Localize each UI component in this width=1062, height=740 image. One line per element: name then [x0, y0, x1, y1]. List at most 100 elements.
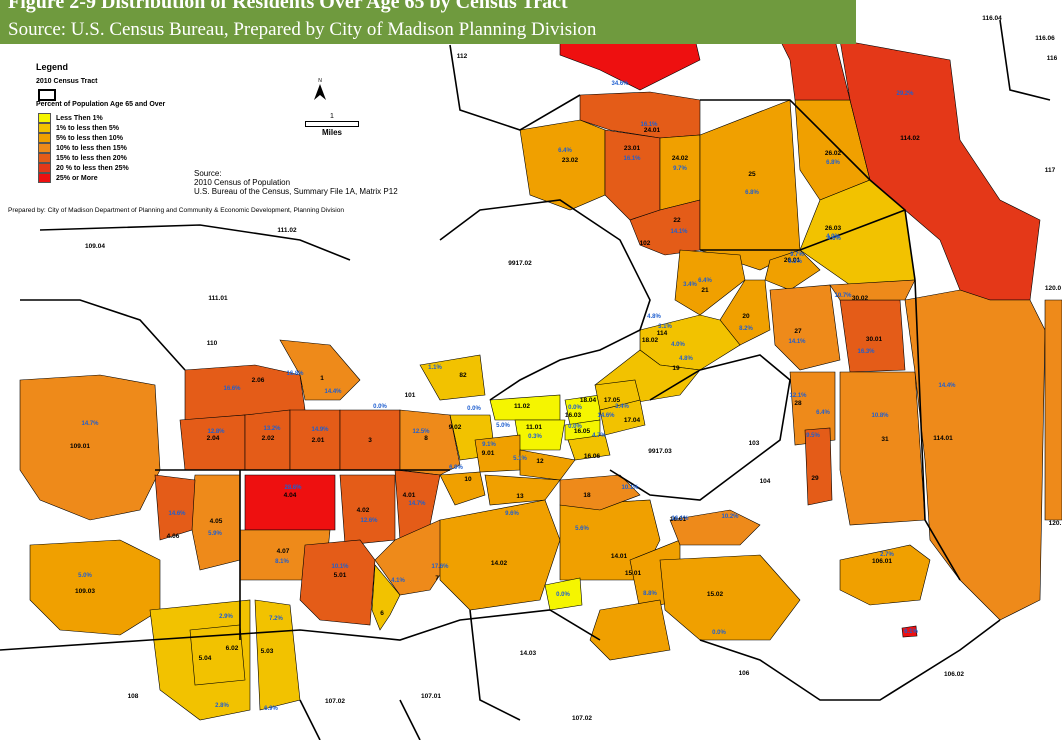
percent-label: 4.6% — [827, 236, 841, 242]
tract-fill-16-01 — [669, 509, 761, 546]
legend-swatch — [38, 123, 51, 133]
percent-label: 0.3% — [528, 434, 542, 440]
percent-label: 2.8% — [215, 703, 229, 709]
percent-label: 14.6% — [168, 511, 186, 517]
percent-label: 0.0% — [712, 630, 726, 636]
tract-label: 9.01 — [482, 450, 495, 457]
tract-fill-28 — [789, 371, 836, 446]
tract-fill-27 — [769, 284, 841, 371]
tract-label: 18.02 — [642, 337, 659, 344]
tract-fill-31 — [839, 371, 926, 526]
tract-label: 116.04 — [982, 15, 1002, 22]
tract-label: 116.06 — [1035, 35, 1055, 42]
tract-fill-small-red — [901, 625, 918, 638]
tract-fill-10 — [439, 471, 486, 506]
tract-label: 20 — [742, 313, 750, 320]
figure-title: Figure 2-9 Distribution of Residents Ove… — [8, 0, 568, 13]
tract-label: 23.01 — [624, 145, 641, 152]
percent-label: 7.2% — [269, 616, 283, 622]
legend-classes: Less Then 1% 1% to less then 5% 5% to le… — [38, 113, 129, 183]
scale-unit: Miles — [321, 128, 342, 137]
north-arrow-icon — [314, 84, 326, 100]
percent-label: 14.7% — [81, 421, 99, 427]
tract-label: 29 — [811, 475, 819, 482]
north-arrow: N — [310, 78, 330, 105]
percent-label: 0.0% — [556, 592, 570, 598]
tract-label: 112 — [457, 53, 468, 60]
tract-label: 9917.02 — [508, 260, 532, 267]
percent-label: 16.1% — [623, 156, 641, 162]
tract-fill-26-01 — [764, 249, 821, 291]
percent-label: 0.0% — [467, 406, 481, 412]
tract-fill-6 — [371, 564, 401, 631]
tract-fill-17-05 — [594, 379, 641, 411]
tract-label: 4.07 — [277, 548, 290, 555]
boundary-west-shore — [439, 199, 651, 401]
tract-fill-15-02 — [659, 554, 801, 641]
boundary-north — [449, 44, 581, 131]
tract-label: 26.03 — [825, 225, 842, 232]
tract-fill-120 — [1044, 299, 1062, 521]
percent-label: 9.6% — [505, 511, 519, 517]
legend-class: 10% to less then 15% — [38, 143, 129, 153]
percent-label: 6.8% — [826, 160, 840, 166]
source-line: 2010 Census of Population — [194, 178, 291, 187]
percent-label: 10.2% — [721, 514, 739, 520]
tract-label: 4.05 — [210, 518, 223, 525]
tract-label: 110 — [207, 340, 218, 347]
tract-fill-109-03 — [29, 539, 161, 636]
legend-heading: Legend — [36, 62, 69, 72]
tract-label: 18 — [583, 492, 591, 499]
tract-fill-13 — [484, 474, 561, 506]
percent-label: 29.2% — [896, 91, 914, 97]
tract-fill-east — [904, 289, 1046, 621]
tract-label: 22 — [673, 217, 681, 224]
legend-class: 15% to less then 20% — [38, 153, 129, 163]
percent-label: 4.0% — [826, 234, 840, 240]
percent-label: 16.6% — [223, 386, 241, 392]
percent-label: 2.9% — [219, 614, 233, 620]
boundary-s-center — [469, 609, 521, 721]
tract-label: 116 — [1047, 55, 1058, 62]
source-line: Source: — [194, 169, 222, 178]
tract-label: 1 — [320, 375, 324, 382]
legend-swatch — [38, 163, 51, 173]
percent-label: 0.0% — [568, 424, 582, 430]
percent-label: 6.4% — [816, 410, 830, 416]
tract-fill-18 — [559, 474, 641, 511]
figure-title-bar: Figure 2-9 Distribution of Residents Ove… — [0, 0, 856, 44]
tract-label: 11.02 — [514, 403, 530, 410]
tract-label: 16.01 — [670, 516, 687, 523]
percent-label: 5.6% — [575, 526, 589, 532]
tract-label: 4.02 — [357, 507, 370, 514]
percent-label: 6.9% — [449, 465, 463, 471]
tract-fill-106-01 — [839, 544, 931, 606]
percent-label: 9.1% — [482, 442, 496, 448]
tract-label: 4.01 — [403, 492, 416, 499]
tract-label: 4.04 — [284, 492, 297, 499]
percent-label: 5.1% — [513, 456, 527, 462]
tract-label: 14.02 — [491, 560, 508, 567]
tract-fill-20 — [719, 279, 771, 346]
percent-label: 28.6% — [284, 485, 302, 491]
scale-value: 1 — [330, 113, 334, 120]
tract-label: 28 — [794, 400, 802, 407]
tract-label: 26.01 — [784, 257, 801, 264]
tract-fill-16-06 — [567, 434, 611, 461]
tract-labels: 112116.04116.06116117109.04111.02111.011… — [70, 15, 1061, 722]
tract-label: 9917.03 — [648, 448, 672, 455]
tract-fill-14-02 — [439, 499, 561, 611]
tract-label: 16.03 — [565, 412, 582, 419]
tract-label: 16.06 — [584, 453, 601, 460]
tract-fill-21 — [674, 249, 746, 316]
percent-label: 0.0% — [568, 405, 582, 411]
percent-label: 17.6% — [431, 564, 449, 570]
percent-label: 4.0% — [671, 342, 685, 348]
tract-label: 106.01 — [872, 558, 892, 565]
legend-source: Source: 2010 Census of Population U.S. B… — [194, 169, 398, 196]
tract-label: 18.04 — [580, 397, 597, 404]
tract-label: 109.03 — [75, 588, 95, 595]
tract-label: 103 — [749, 440, 760, 447]
tract-fill-23-01 — [604, 129, 661, 221]
percent-label: 16.1% — [640, 122, 658, 128]
